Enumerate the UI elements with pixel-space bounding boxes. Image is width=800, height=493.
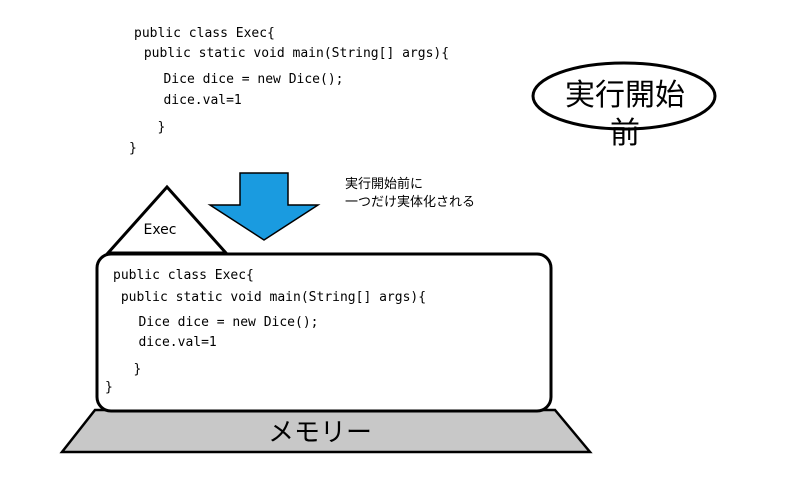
- box-code-line-6: }: [105, 380, 113, 395]
- class-triangle-label: Exec: [143, 222, 177, 238]
- memory-label: メモリー: [267, 418, 372, 448]
- top-code-line-1: public class Exec{: [134, 26, 275, 41]
- box-code-line-3: Dice dice = new Dice();: [115, 315, 319, 330]
- arrow-note-line-2: 一つだけ実体化される: [345, 195, 476, 210]
- before-execution-badge: [531, 61, 717, 131]
- badge-label: 実行開始前: [565, 78, 685, 151]
- instance-box: [95, 252, 553, 413]
- box-code-line-1: public class Exec{: [113, 268, 254, 283]
- box-code-line-2: public static void main(String[] args){: [113, 290, 427, 305]
- class-triangle: [104, 184, 230, 255]
- top-code-line-6: }: [129, 141, 137, 156]
- top-code-line-2: public static void main(String[] args){: [136, 46, 450, 61]
- box-code-line-4: dice.val=1: [115, 335, 217, 350]
- box-code-line-5: }: [110, 362, 142, 377]
- top-code-line-5: }: [134, 120, 166, 135]
- top-code-line-3: Dice dice = new Dice();: [140, 72, 344, 87]
- arrow-note-line-1: 実行開始前に: [345, 177, 424, 192]
- down-arrow: [207, 172, 321, 241]
- top-code-line-4: dice.val=1: [140, 93, 242, 108]
